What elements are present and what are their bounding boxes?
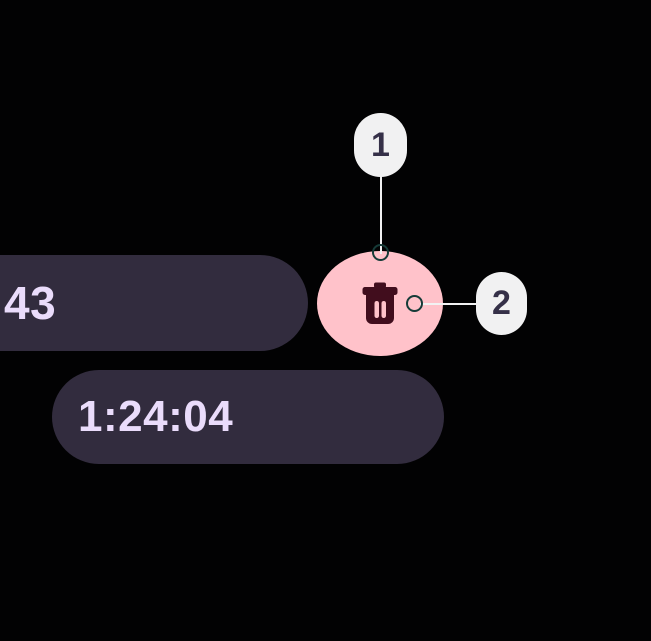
callout-1-anchor-dot	[372, 244, 389, 261]
callout-2-connector-line	[420, 303, 482, 305]
duration-pill-label: 1:24:04	[78, 392, 234, 441]
callout-2-anchor-dot	[406, 295, 423, 312]
callout-badge-1-label: 1	[371, 125, 390, 164]
callout-1-connector-line	[380, 168, 382, 254]
callout-badge-1[interactable]: 1	[354, 113, 407, 177]
callout-badge-2-label: 2	[492, 284, 511, 322]
duration-pill[interactable]: 1:24:04	[52, 370, 444, 464]
count-pill[interactable]: 43	[0, 255, 308, 351]
count-pill-label: 43	[4, 277, 57, 329]
callout-badge-2[interactable]: 2	[476, 272, 527, 335]
trash-icon	[360, 282, 400, 326]
